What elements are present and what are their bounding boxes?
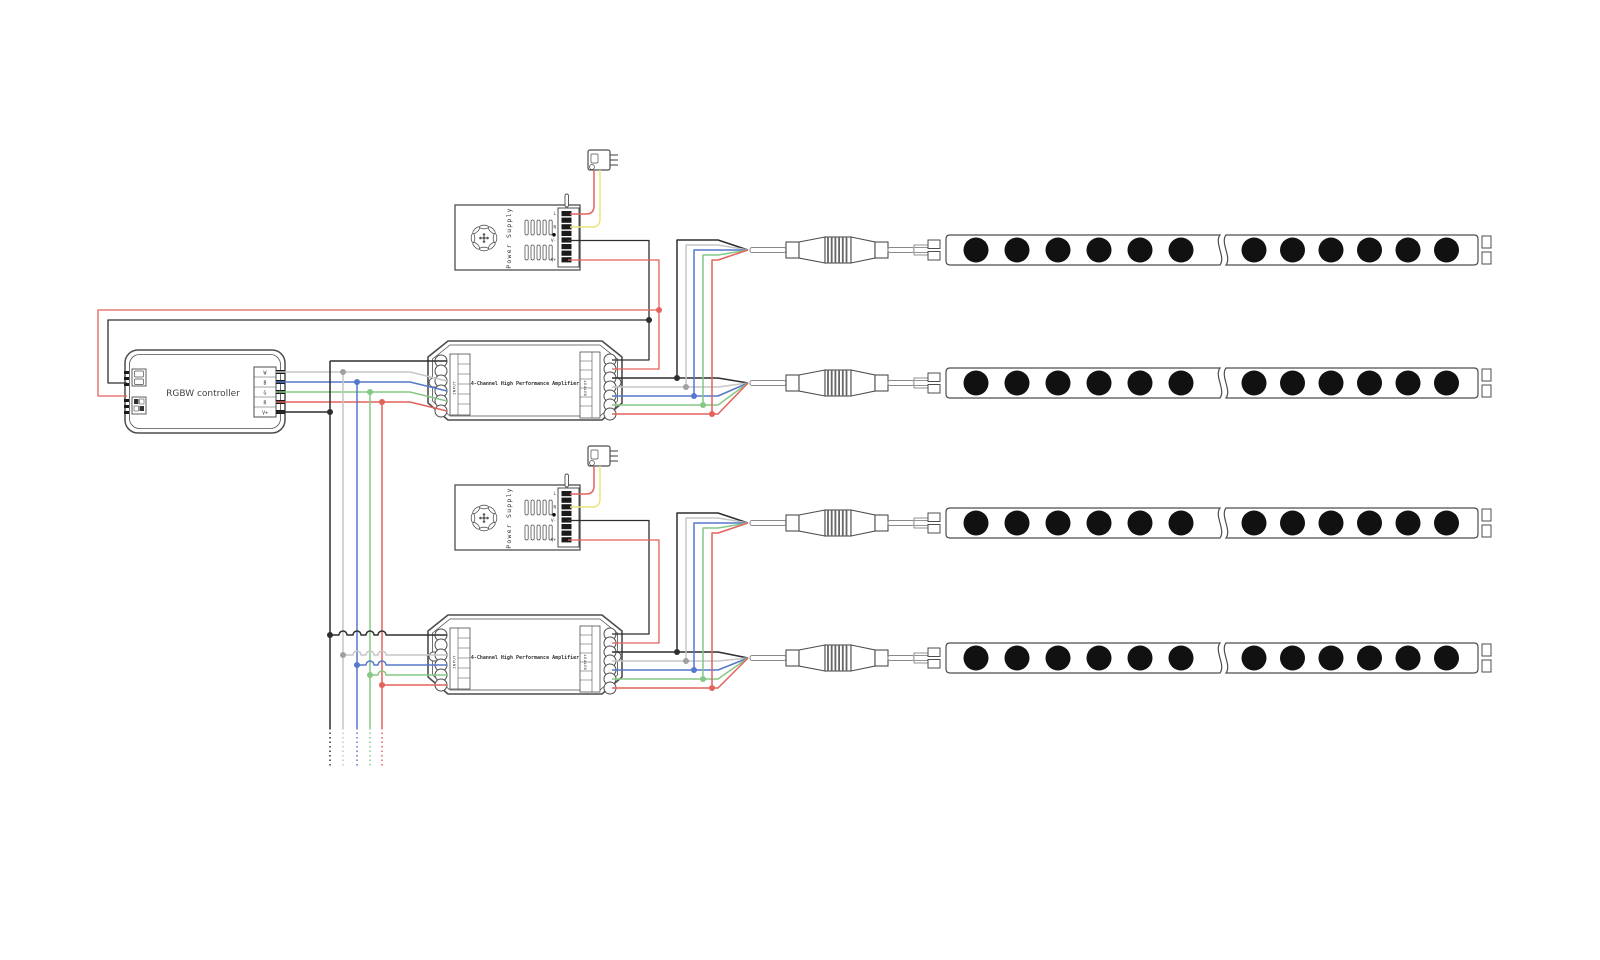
wire-psu2-vplus-amp2 <box>568 539 660 644</box>
wire-amp1-red-strip1 <box>711 249 749 414</box>
wire-psu1-vminus-amp1 <box>568 239 650 361</box>
junction-dot <box>674 649 680 655</box>
wires <box>97 170 749 768</box>
wire-amp1-green-strip2 <box>612 382 749 406</box>
wire-psu1-vplus-amp1 <box>568 259 660 370</box>
wire-controller-white-amp1 <box>276 371 448 382</box>
led-strip-4 <box>749 642 1492 674</box>
junction-dot <box>327 409 333 415</box>
wire-amp2-blue-strip3 <box>693 522 748 670</box>
junction-dots <box>327 307 715 691</box>
rgbw-controller: RGBW controller W B G R V+ <box>124 349 286 434</box>
wire-psu2-vminus-amp2 <box>568 519 650 635</box>
wire-psu1-vplus-controller <box>97 309 659 397</box>
junction-dot <box>656 307 662 313</box>
power-supply-2 <box>454 473 581 551</box>
wire-green-amp2-input <box>370 670 447 676</box>
controller-terminal-block: W B G R V+ <box>253 366 277 418</box>
wire-amp1-black-strip2 <box>612 377 749 384</box>
terminal-label-Vplus: V+ <box>262 411 268 417</box>
controller-power-connector <box>131 368 147 387</box>
junction-dot <box>691 393 697 399</box>
wire-amp1-red-strip2 <box>612 382 749 415</box>
wire-ac-live-psu2 <box>570 466 595 495</box>
junction-dot <box>700 402 706 408</box>
wire-amp2-blue-strip4 <box>612 657 749 671</box>
wire-black-amp2-input <box>330 630 447 636</box>
junction-dot <box>327 632 333 638</box>
wire-amp1-white-strip1 <box>685 244 749 387</box>
wire-controller-red-amp1 <box>276 401 448 412</box>
terminal-label-W: W <box>264 371 267 377</box>
wire-amp2-red-strip4 <box>612 657 749 689</box>
junction-dot <box>354 662 360 668</box>
junction-dot <box>683 384 689 390</box>
ac-plug-1 <box>587 149 619 171</box>
wire-psu1-vminus-controller <box>107 319 649 384</box>
led-strip-1 <box>749 234 1492 266</box>
amplifier-1 <box>427 340 623 421</box>
terminal-label-G: G <box>264 391 267 397</box>
wire-controller-green-amp1 <box>276 391 448 402</box>
junction-dot <box>683 658 689 664</box>
controller-left-pins <box>124 371 129 414</box>
wire-amp1-blue-strip2 <box>612 382 749 397</box>
junction-dot <box>367 389 373 395</box>
led-strip-3 <box>749 507 1492 539</box>
junction-dot <box>367 672 373 678</box>
wire-amp1-white-strip2 <box>612 382 749 388</box>
junction-dot <box>379 399 385 405</box>
amplifier-2 <box>427 614 623 695</box>
terminal-label-R: R <box>264 401 267 407</box>
wire-amp2-red-strip3 <box>711 522 749 688</box>
power-supply-1 <box>454 193 581 271</box>
wire-amp2-white-strip4 <box>612 657 749 662</box>
junction-dot <box>674 375 680 381</box>
wire-amp2-green-strip3 <box>702 522 749 679</box>
junction-dot <box>646 317 652 323</box>
junction-dot <box>340 652 346 658</box>
wire-amp1-black-strip1 <box>676 239 749 378</box>
terminal-label-B: B <box>264 381 267 387</box>
wire-controller-blue-amp1 <box>276 381 448 392</box>
junction-dot <box>379 682 385 688</box>
wire-amp2-black-strip4 <box>612 651 749 659</box>
wire-white-amp2-input <box>343 650 447 656</box>
junction-dot <box>709 411 715 417</box>
wire-ac-neutral-psu2 <box>570 466 601 508</box>
wire-blue-amp2-input <box>357 660 447 666</box>
wire-amp2-white-strip3 <box>685 517 749 661</box>
wire-ac-live-psu1 <box>570 170 595 215</box>
controller-label: RGBW controller <box>166 389 240 399</box>
wire-amp1-green-strip1 <box>702 249 749 405</box>
led-strip-2 <box>749 367 1492 399</box>
junction-dot <box>700 676 706 682</box>
controller-aux-connector <box>131 396 147 415</box>
wire-amp1-blue-strip1 <box>693 249 748 396</box>
junction-dot <box>691 667 697 673</box>
junction-dot <box>709 685 715 691</box>
junction-dot <box>354 379 360 385</box>
wire-ac-neutral-psu1 <box>570 170 601 228</box>
wire-amp2-green-strip4 <box>612 657 749 680</box>
wire-amp2-black-strip3 <box>676 512 749 652</box>
ac-plug-2 <box>587 445 619 467</box>
junction-dot <box>340 369 346 375</box>
